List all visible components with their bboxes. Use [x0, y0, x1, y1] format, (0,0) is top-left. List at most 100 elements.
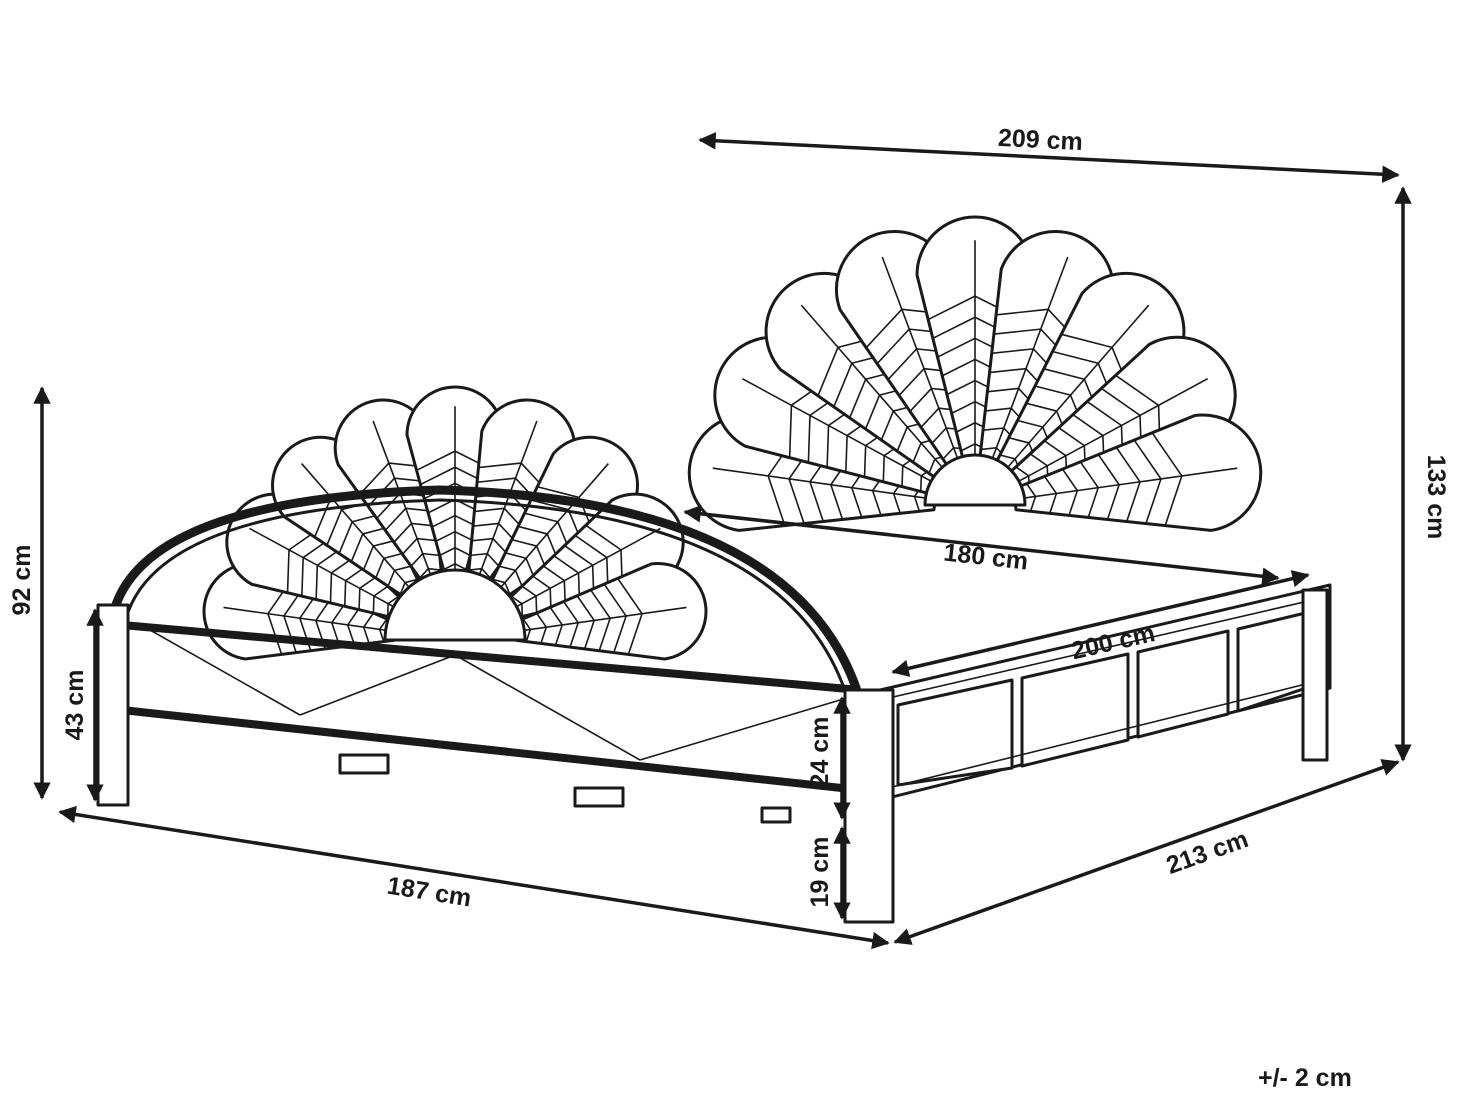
label-total-width: 187 cm — [385, 872, 473, 913]
leaf-rib — [493, 463, 609, 596]
leaf-vein — [343, 580, 347, 607]
fan-leaf — [511, 561, 708, 661]
leaf-vein — [998, 453, 1016, 460]
leaf-vein — [1101, 387, 1141, 417]
label-leg-clearance: 19 cm — [806, 837, 834, 908]
leaf-vein — [950, 400, 976, 415]
side-rail — [878, 583, 1332, 802]
leaf-vein — [530, 499, 569, 511]
leaf-vein — [1034, 385, 1071, 396]
leaf-vein — [438, 547, 456, 557]
leaf-vein — [979, 446, 997, 451]
headboard-hub — [923, 453, 1027, 507]
dimension-lines — [33, 132, 1412, 950]
leaf-vein — [554, 624, 564, 647]
leaf-vein — [991, 348, 1034, 355]
leaf-vein — [549, 606, 563, 626]
leaf-vein — [386, 570, 396, 588]
leaf-vein — [932, 316, 976, 339]
dim-line-total-length — [893, 759, 1400, 945]
leaf-vein — [504, 551, 527, 560]
leaf-vein — [418, 568, 429, 580]
leaf-rib — [507, 527, 661, 613]
leaf-vein — [986, 387, 1019, 393]
leaf-vein — [1061, 468, 1078, 492]
leaf-vein — [928, 295, 976, 321]
headboard-fan — [687, 215, 1263, 532]
leaf-vein — [1025, 402, 1057, 412]
leaf-vein — [845, 435, 848, 473]
leaf-vein — [826, 425, 830, 468]
leaf-vein — [882, 455, 885, 483]
label-total-length: 213 cm — [1163, 825, 1252, 880]
leaf-vein — [372, 595, 375, 614]
leaf-vein — [454, 547, 472, 557]
leaf-vein — [909, 387, 933, 413]
leaf-vein — [959, 443, 976, 453]
label-headboard-width: 209 cm — [997, 124, 1083, 156]
leaf-vein — [574, 534, 608, 559]
footboard-hub — [383, 568, 527, 642]
leaf-vein — [531, 574, 551, 589]
leaf-vein — [788, 405, 793, 458]
label-inner-width: 180 cm — [942, 538, 1029, 575]
dim-line-headboard-width — [698, 132, 1400, 183]
leaf-vein — [373, 585, 390, 597]
leaf-vein — [1151, 432, 1183, 477]
leaf-vein — [374, 557, 385, 579]
leaf-vein — [510, 538, 537, 547]
leaf-vein — [472, 522, 499, 528]
leaf-vein — [1007, 436, 1030, 444]
leaf-vein — [497, 565, 516, 572]
leaf-vein — [442, 563, 456, 571]
leaf-rib — [800, 304, 950, 476]
leaf-rib — [301, 463, 417, 596]
label-side-rail-height: 24 cm — [806, 717, 834, 788]
leaf-vein — [887, 348, 918, 381]
leaf-vein — [375, 492, 401, 520]
leaf-vein — [984, 407, 1012, 412]
leaf-vein — [504, 582, 511, 596]
leaf-vein — [521, 617, 532, 630]
label-footboard-rail-height: 43 cm — [61, 670, 89, 741]
leaf-vein — [1028, 452, 1048, 467]
leaf-vein — [1052, 350, 1099, 365]
leaf-vein — [478, 462, 522, 469]
leaf-vein — [524, 512, 558, 523]
leaf-vein — [422, 552, 441, 557]
leaf-vein — [1043, 439, 1067, 457]
leaf-vein — [537, 485, 580, 499]
label-footboard-height: 92 cm — [8, 545, 36, 616]
leaf-vein — [384, 507, 407, 532]
leaf-vein — [1079, 461, 1099, 489]
leaf-vein — [535, 595, 538, 614]
leaf-vein — [1043, 475, 1058, 495]
leaf-vein — [301, 557, 304, 597]
leaf-vein — [817, 347, 839, 396]
leaf-rib — [712, 467, 936, 501]
leaf-vein — [1133, 439, 1162, 480]
leaf-vein — [520, 585, 537, 597]
leaf-rib — [988, 256, 1069, 468]
leaf-vein — [617, 577, 643, 615]
front-right-leg — [843, 688, 895, 924]
leaf-vein — [454, 563, 468, 571]
leaf-vein — [434, 530, 456, 543]
back-right-leg — [1301, 588, 1329, 762]
leaf-vein — [896, 426, 908, 453]
leaf-vein — [409, 553, 424, 568]
leaf-vein — [589, 589, 611, 619]
leaf-vein — [585, 524, 622, 551]
leaf-vein — [1016, 419, 1043, 428]
leaf-rib — [223, 606, 396, 633]
leaf-vein — [627, 613, 643, 655]
leaf-vein — [428, 567, 443, 571]
leaf-vein — [481, 568, 492, 580]
leaf-vein — [387, 595, 400, 605]
leaf-vein — [358, 588, 361, 611]
leaf-vein — [1061, 333, 1113, 349]
leaf-vein — [941, 358, 976, 377]
leaf-vein — [946, 379, 976, 396]
leaf-vein — [563, 544, 594, 566]
leaf-vein — [539, 626, 548, 645]
